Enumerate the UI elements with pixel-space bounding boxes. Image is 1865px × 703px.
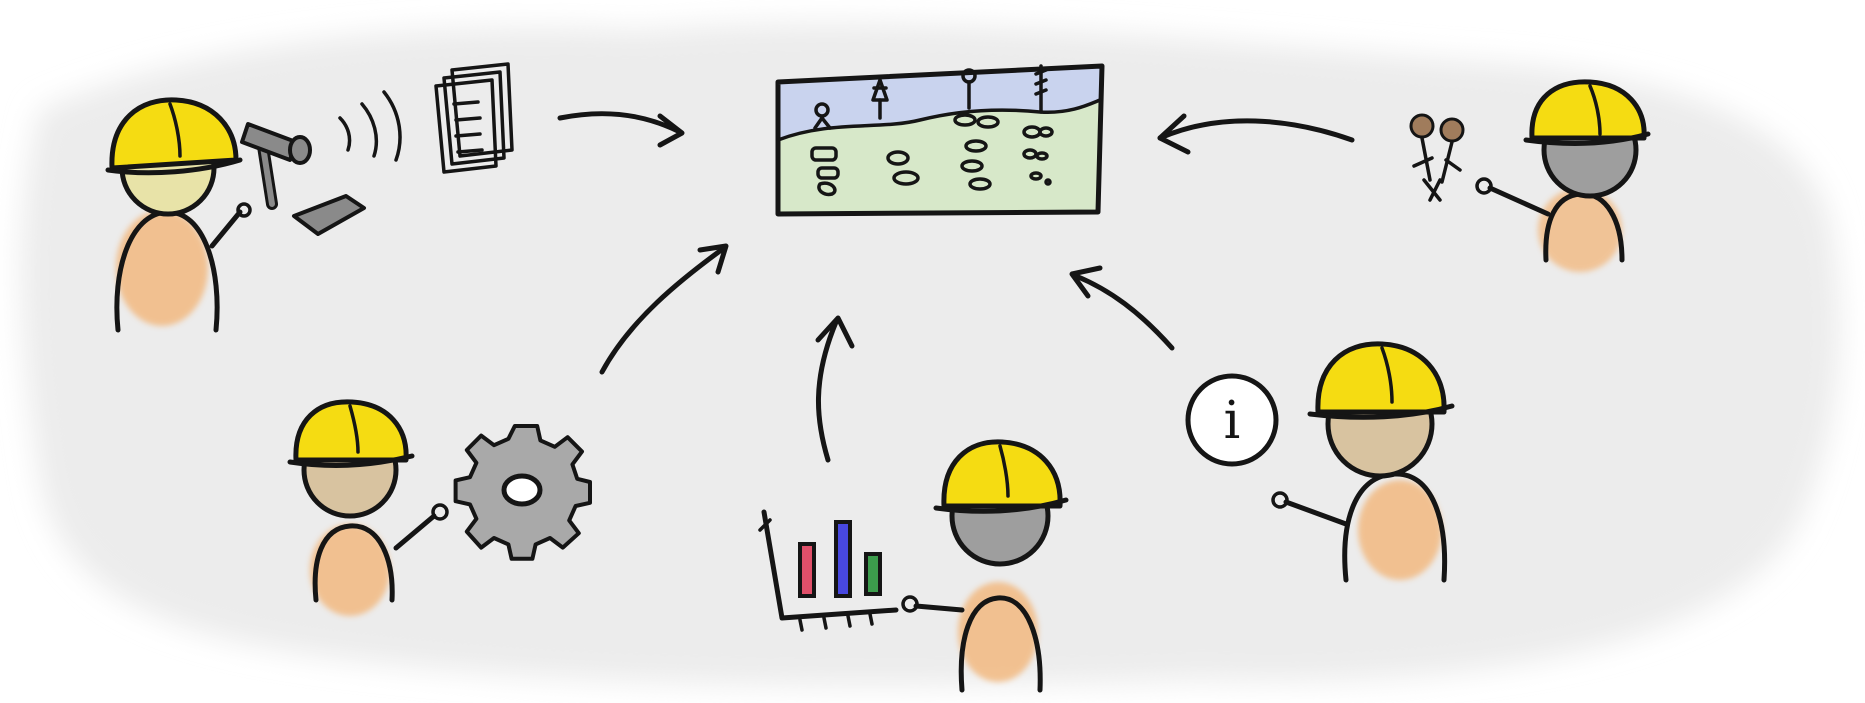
arrow-from-gear bbox=[599, 243, 729, 375]
cross-section-board bbox=[775, 63, 1105, 217]
person-field-geologist bbox=[105, 90, 402, 333]
hard-hat-icon bbox=[1529, 79, 1647, 141]
rock-sample-icon bbox=[292, 194, 366, 236]
person-analyst bbox=[758, 439, 1069, 693]
documents-icon bbox=[434, 62, 514, 174]
hard-hat-icon bbox=[109, 97, 239, 171]
arrow-from-documents bbox=[557, 111, 685, 148]
hard-hat-icon bbox=[293, 399, 409, 463]
plant-icon bbox=[1409, 113, 1465, 202]
arrow-from-chart bbox=[815, 315, 855, 463]
info-icon: i bbox=[1185, 373, 1279, 467]
bar-chart-icon bbox=[758, 509, 899, 632]
gear-icon bbox=[453, 423, 593, 561]
person-biologist bbox=[1409, 79, 1651, 272]
arrow-from-info bbox=[1069, 265, 1175, 351]
hammer-icon bbox=[240, 122, 312, 210]
hard-hat-icon bbox=[1315, 341, 1447, 415]
person-engineer bbox=[287, 399, 593, 616]
hard-hat-icon bbox=[941, 439, 1063, 509]
info-icon-label: i bbox=[1224, 391, 1241, 451]
arrow-from-plants bbox=[1157, 113, 1355, 155]
person-informant: i bbox=[1185, 341, 1455, 583]
